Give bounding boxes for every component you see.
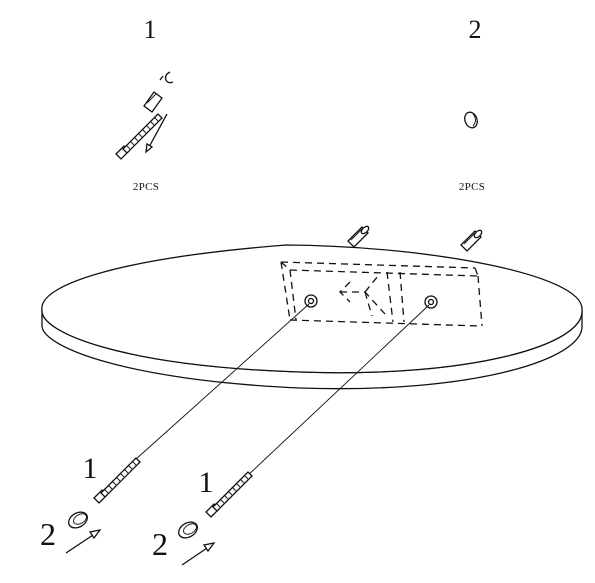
part-2-number: 2 — [469, 15, 482, 44]
bolt-with-barrel-nut-icon — [115, 71, 174, 160]
cover-cap-icon — [65, 508, 91, 532]
bolt-hole-right — [424, 295, 438, 309]
hidden-connector-blocks — [280, 261, 483, 327]
assembly-guide-lines — [134, 303, 430, 479]
callout-right-bolt: 1 — [199, 466, 253, 518]
barrel-nut-icon — [347, 224, 371, 248]
cover-cap-icon — [464, 111, 478, 129]
part-2-legend: 2 2PCS — [459, 15, 485, 193]
part-1-number: 1 — [144, 15, 157, 44]
part-2-quantity: 2PCS — [459, 181, 485, 193]
callout-left-cap: 2 — [40, 508, 102, 554]
barrel-nut-icon — [460, 228, 484, 252]
callout-left-bolt-number: 1 — [83, 452, 98, 485]
table-top — [41, 244, 583, 390]
cover-cap-icon — [175, 518, 201, 542]
callout-left-cap-number: 2 — [40, 516, 56, 552]
callout-left-bolt: 1 — [83, 452, 141, 504]
part-1-quantity: 2PCS — [133, 181, 159, 193]
callout-right-cap: 2 — [152, 518, 216, 566]
arrow-icon — [65, 529, 102, 554]
callout-right-cap-number: 2 — [152, 526, 168, 562]
callout-right-bolt-number: 1 — [199, 466, 214, 499]
part-1-legend: 1 2PCS — [115, 15, 174, 193]
bolt-hole-left — [304, 294, 318, 308]
arrow-icon — [181, 542, 216, 566]
bolt-icon — [93, 457, 141, 504]
